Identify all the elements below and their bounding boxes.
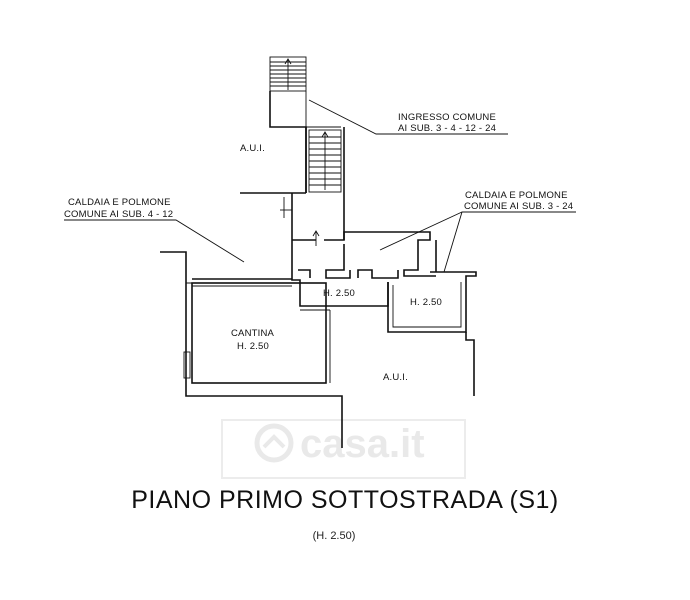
watermark: casa.it [221,419,466,479]
label-cantina: CANTINA [231,328,275,339]
plan-subtitle: (H. 2.50) [313,530,356,542]
house-logo-icon [254,423,294,463]
label-h-center: H. 2.50 [323,288,355,299]
label-cantina-h: H. 2.50 [237,341,269,352]
label-aui-top: A.U.I. [240,143,265,154]
door-marker [183,351,191,379]
landing-floor [305,91,341,128]
cantina-outer-wall [160,251,343,448]
small-arrow-head [312,230,320,237]
landing-wall-left [269,91,307,193]
niche-left [325,244,351,279]
boiler-room-right-walls [343,231,436,277]
lower-stair [308,129,342,193]
right-room-inner [392,282,462,328]
label-caldaia-right-2: COMUNE AI SUB. 3 - 24 [464,201,573,212]
watermark-frame [221,419,466,479]
cantina-corner [186,282,193,290]
label-caldaia-right-1: CALDAIA E POLMONE [465,190,568,201]
label-aui-bottom: A.U.I. [383,372,408,383]
label-ingresso-1: INGRESSO COMUNE [398,112,496,123]
right-outer-wall [465,332,475,396]
plan-title: PIANO PRIMO SOTTOSTRADA (S1) [131,486,559,514]
label-caldaia-left-1: CALDAIA E POLMONE [68,197,171,208]
label-h-right: H. 2.50 [410,297,442,308]
leader-caldaia-right-2 [379,211,463,251]
leader-caldaia-right-1 [443,211,576,273]
niche-mid [357,269,399,279]
corridor-cross-wall [292,232,345,241]
label-ingresso-2: AI SUB. 3 - 4 - 12 - 24 [398,123,496,134]
right-room-outline [387,271,477,333]
niche-far-left [298,269,311,278]
leader-caldaia-left [64,219,245,263]
leader-ingresso [308,99,508,135]
label-caldaia-left-2: COMUNE AI SUB. 4 - 12 [64,209,173,220]
watermark-text: casa.it [300,422,425,466]
upper-stair [269,56,307,92]
